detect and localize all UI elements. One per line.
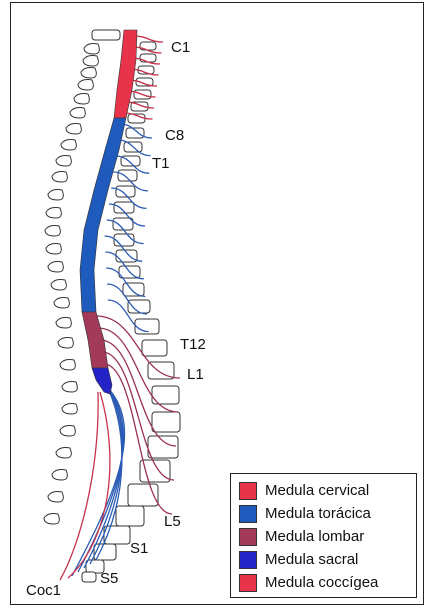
spinous-process — [56, 156, 71, 167]
vertebral-body — [82, 572, 96, 582]
spinous-process — [56, 448, 71, 459]
legend-swatch — [239, 482, 257, 500]
legend-swatch — [239, 528, 257, 546]
legend-item-thoracic: Medula torácica — [239, 502, 416, 525]
spinous-process — [48, 492, 63, 503]
vertebral-body — [114, 234, 134, 246]
spinous-process — [48, 190, 63, 201]
legend-swatch — [239, 574, 257, 592]
spinous-process — [70, 108, 85, 119]
spinous-process — [54, 298, 69, 309]
legend-label: Medula coccígea — [265, 574, 378, 591]
label-l1: L1 — [187, 367, 204, 382]
vertebral-body — [92, 30, 120, 40]
spinous-process — [52, 470, 67, 481]
vertebral-body — [152, 412, 180, 432]
legend-label: Medula cervical — [265, 482, 369, 499]
legend-item-cervical: Medula cervical — [239, 479, 416, 502]
vertebral-body — [128, 300, 150, 313]
spinous-process — [52, 172, 67, 183]
spinous-process — [62, 382, 77, 393]
vertebral-body — [116, 506, 144, 526]
spinous-process — [66, 124, 81, 135]
label-s1: S1 — [130, 541, 148, 556]
label-t1: T1 — [152, 156, 170, 171]
spinous-process — [60, 360, 75, 371]
vertebral-body — [118, 170, 137, 181]
legend-item-lumbar: Medula lombar — [239, 525, 416, 548]
legend-item-coccygeal: Medula coccígea — [239, 571, 416, 594]
spinous-process — [62, 404, 77, 415]
spinous-process — [46, 208, 61, 219]
spinous-process — [46, 244, 61, 255]
spinous-process — [56, 318, 71, 329]
nerve-root — [134, 36, 163, 42]
spinous-process — [45, 226, 60, 237]
legend: Medula cervical Medula torácica Medula l… — [230, 473, 417, 598]
spinous-process — [78, 80, 93, 91]
spinous-process — [81, 68, 96, 79]
spinous-process — [58, 338, 73, 349]
legend-label: Medula torácica — [265, 505, 371, 522]
spinous-process — [84, 44, 99, 55]
vertebral-body — [140, 460, 170, 482]
spinous-process — [61, 140, 76, 151]
spinous-process — [44, 514, 59, 525]
cord-sacral — [92, 368, 112, 394]
spinous-process — [74, 94, 89, 105]
legend-label: Medula lombar — [265, 528, 364, 545]
label-s5: S5 — [100, 571, 118, 586]
cord-thoracic — [80, 118, 126, 312]
vertebral-body — [148, 436, 178, 458]
label-l5: L5 — [164, 514, 181, 529]
label-t12: T12 — [180, 337, 206, 352]
vertebral-body — [142, 340, 167, 356]
spinous-process — [51, 280, 66, 291]
legend-item-sacral: Medula sacral — [239, 548, 416, 571]
spinous-process — [48, 262, 63, 273]
label-coc1: Coc1 — [26, 583, 61, 598]
legend-swatch — [239, 551, 257, 569]
legend-label: Medula sacral — [265, 551, 358, 568]
vertebral-bodies — [82, 30, 180, 582]
vertebral-body — [140, 54, 156, 62]
legend-swatch — [239, 505, 257, 523]
spinous-process — [60, 426, 75, 437]
spinous-process — [83, 56, 98, 67]
label-c1: C1 — [171, 40, 190, 55]
vertebral-body — [123, 283, 144, 296]
label-c8: C8 — [165, 128, 184, 143]
cord-lumbar — [82, 312, 108, 368]
